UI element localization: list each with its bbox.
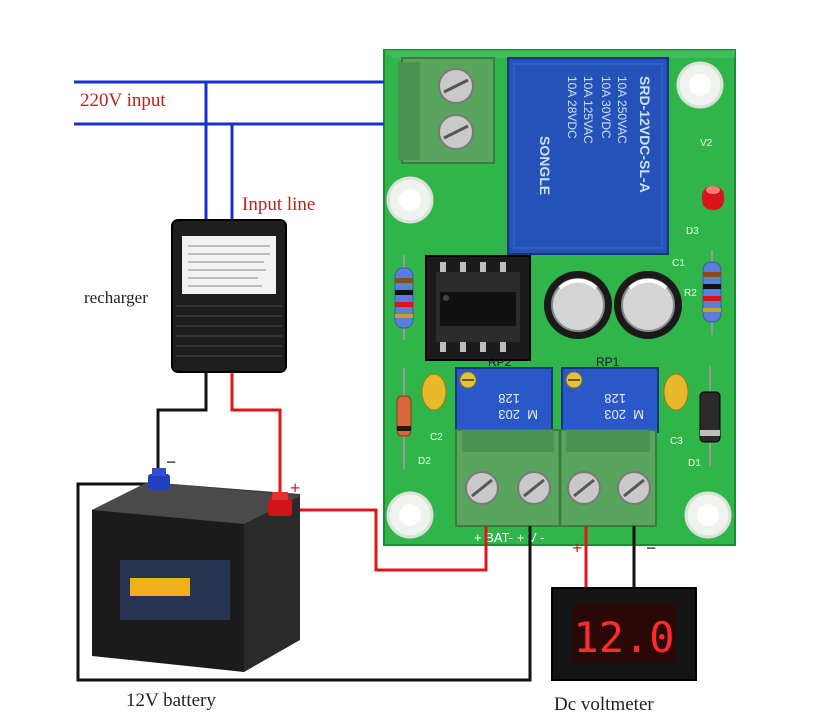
mounting-hole (676, 61, 724, 109)
voltmeter-reading: 12.0 (573, 613, 674, 662)
terminal-label: + BAT- + V - (474, 530, 545, 545)
ic-chip (425, 255, 531, 361)
ceramic-capacitor-c2: C2 (421, 373, 447, 443)
pot-code: 128 (498, 391, 520, 406)
battery-label: 12V battery (126, 690, 216, 711)
relay-brand-text: SONGLE (537, 136, 553, 195)
pot-code: 203 (604, 407, 626, 422)
dc-voltmeter: 12.0 (551, 587, 697, 681)
diode-d1: D1 (688, 366, 721, 469)
mounting-hole (684, 491, 732, 539)
output-terminal-block: + BAT- + V - (455, 429, 657, 545)
battery-positive-terminal (268, 492, 292, 516)
pot-code: M (527, 407, 538, 422)
trim-potentiometer-rp1: 203 128 M (561, 367, 659, 433)
pot-code: 128 (604, 391, 626, 406)
silk-label: D1 (688, 458, 701, 469)
ac-input-label: 220V input (80, 90, 166, 111)
ac-terminal-block (398, 57, 495, 164)
trim-potentiometer-rp2: 203 128 M (455, 367, 553, 433)
voltmeter-plus-sign: + (572, 538, 583, 558)
mounting-hole (386, 176, 434, 224)
battery-positive-wire (290, 508, 488, 572)
pot-code: 203 (498, 407, 520, 422)
battery-negative-terminal (148, 468, 170, 490)
battery-minus-sign: − (166, 452, 177, 472)
electrolytic-capacitor (544, 271, 612, 339)
pot-code: M (633, 407, 644, 422)
ac-input-wires (74, 80, 384, 222)
relay-rating-text: 10A 30VDC (599, 76, 613, 139)
recharger-negative-wire (156, 368, 208, 478)
relay-rating-text: 10A 125VAC (581, 76, 595, 144)
input-line-label: Input line (242, 194, 316, 215)
electrolytic-capacitor-c1: C1 (614, 258, 685, 339)
silk-label: R2 (684, 288, 697, 299)
relay-model-text: SRD-12VDC-SL-A (637, 76, 653, 193)
silk-label: C3 (670, 436, 683, 447)
silk-label: D2 (418, 456, 431, 467)
battery-negative-wire (76, 482, 532, 682)
pot-label: RP2 (488, 355, 512, 369)
resistor (394, 255, 414, 340)
pot-label: RP1 (596, 355, 620, 369)
silk-label: C1 (672, 258, 685, 269)
charger-board: SRD-12VDC-SL-A 10A 250VAC 10A 30VDC 10A … (383, 49, 736, 546)
mounting-hole (386, 491, 434, 539)
recharger-positive-wire (230, 368, 282, 500)
voltmeter-label: Dc voltmeter (554, 694, 654, 715)
silk-label: D3 (686, 226, 699, 237)
resistor-r2: R2 (684, 250, 722, 335)
relay-rating-text: 10A 250VAC (615, 76, 629, 144)
relay-rating-text: 10A 28VDC (565, 76, 579, 139)
relay: SRD-12VDC-SL-A 10A 250VAC 10A 30VDC 10A … (507, 57, 669, 255)
ceramic-capacitor-c3: C3 (663, 373, 689, 447)
recharger-adapter (171, 219, 287, 373)
diode-d2: D2 (396, 368, 431, 470)
led-d3: D3 (686, 186, 724, 237)
battery (92, 468, 300, 672)
silk-label: C2 (430, 432, 443, 443)
voltmeter-minus-sign: − (646, 538, 657, 558)
recharger-label: recharger (84, 288, 148, 307)
battery-plus-sign: + (290, 478, 301, 498)
silk-label: V2 (700, 138, 713, 149)
